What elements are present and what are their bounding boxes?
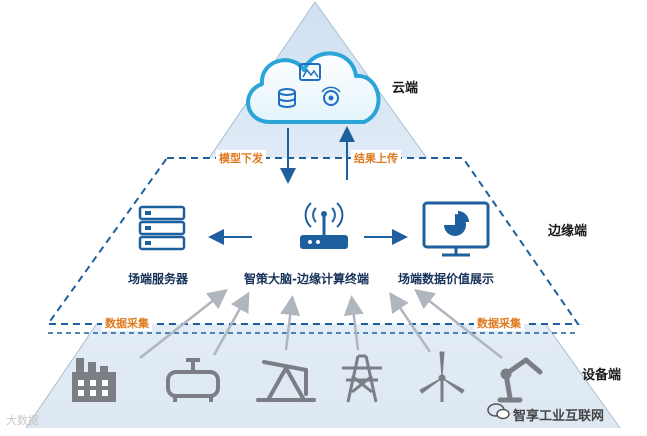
label-result-up: 结果上传 — [351, 150, 401, 166]
robot-arm-icon — [497, 357, 543, 403]
display-monitor-icon — [422, 201, 490, 257]
tier-label-edge: 边缘端 — [548, 224, 588, 239]
data-collection-arrows — [139, 288, 503, 359]
cloud-icon — [246, 51, 381, 124]
label-display: 场端数据价值展示 — [398, 272, 495, 286]
tank-icon — [166, 358, 220, 402]
label-server: 场端服务器 — [128, 272, 189, 286]
wechat-icon — [487, 403, 510, 420]
factory-icon — [72, 358, 116, 402]
label-collect-left: 数据采集 — [102, 315, 152, 331]
watermark-left: 大数据 — [6, 414, 39, 427]
edge-terminal-icon — [300, 202, 348, 249]
server-icon — [138, 205, 186, 251]
pumpjack-icon — [256, 360, 316, 402]
label-collect-right: 数据采集 — [474, 315, 524, 331]
label-terminal: 智策大脑-边缘计算终端 — [244, 272, 369, 286]
wind-turbine-icon — [419, 351, 465, 402]
tier-label-cloud: 云端 — [392, 81, 419, 96]
tier-label-device: 设备端 — [582, 368, 622, 383]
watermark-right: 智享工业互联网 — [513, 409, 605, 424]
label-model-down: 模型下发 — [216, 150, 266, 166]
power-tower-icon — [342, 354, 382, 403]
